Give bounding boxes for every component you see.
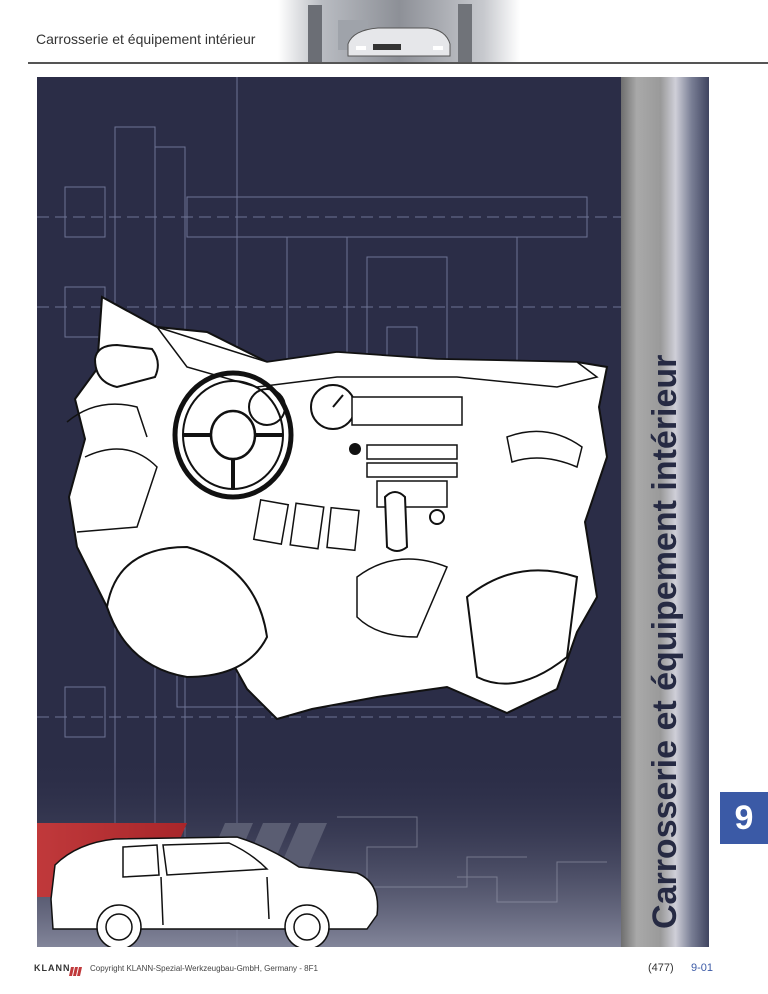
header-rule [28, 62, 768, 64]
klann-logo: KLANN [34, 963, 71, 973]
sidebar-title: Carrosserie et équipement intérieur [645, 354, 684, 929]
copyright-text: Copyright KLANN-Spezial-Werkzeugbau-GmbH… [90, 964, 318, 973]
header-photo [278, 0, 520, 62]
chapter-page-number: 9-01 [691, 962, 714, 974]
logo-stripes-icon [69, 963, 83, 976]
chapter-tab: 9 [720, 792, 768, 844]
chapter-sidebar: Carrosserie et équipement intérieur [621, 77, 709, 947]
header-title: Carrosserie et équipement intérieur [36, 31, 256, 47]
page-number: (477) [648, 962, 674, 974]
cover-illustration [37, 77, 621, 947]
